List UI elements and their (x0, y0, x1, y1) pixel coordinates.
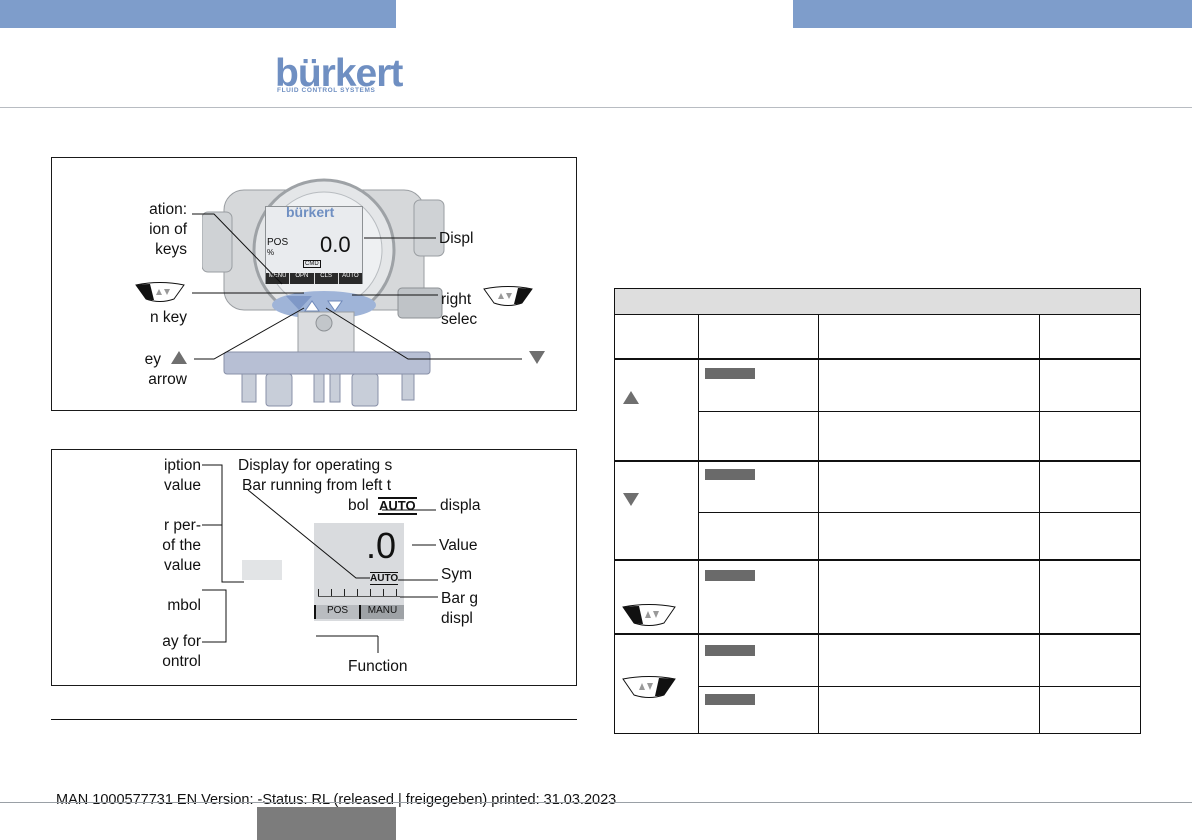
row-line-4 (615, 559, 1140, 561)
label-bar-graph-1: Bar g (441, 590, 479, 607)
figure-display-layout: iption value r per- of the value mbol ay… (51, 449, 577, 686)
screen-value: 0.0 (320, 232, 351, 257)
lcd-bar-graph (318, 589, 400, 597)
label-operating-state-4: displa (440, 497, 481, 514)
logo-wordmark: bürkert (275, 52, 403, 95)
label-period-3: value (163, 557, 201, 574)
label-operating-state-3: bol (348, 497, 369, 514)
header-row-line (615, 358, 1140, 360)
label-function-keys-2: ion of (149, 221, 187, 238)
label-bar-graph-2: displ (441, 610, 473, 627)
label-control-1: ay for (162, 633, 201, 650)
up-arrow-icon (171, 351, 187, 364)
row-line-5 (615, 633, 1140, 635)
down-arrow-icon (529, 351, 545, 364)
soft-key-menu[interactable]: MENU (266, 273, 291, 284)
mode-tag (705, 645, 755, 656)
label-sym: Sym (441, 566, 472, 583)
left-selection-key-icon (622, 604, 676, 626)
section-rule (51, 719, 577, 720)
soft-key-opn[interactable]: OPN (290, 273, 315, 284)
label-display: Displ (439, 230, 474, 247)
lcd-auto-symbol: AUTO (370, 572, 399, 585)
label-symbol: mbol (167, 597, 201, 614)
screen-status: CMD (303, 260, 321, 268)
row-line-1 (698, 411, 1140, 412)
col-divider-3 (1039, 315, 1040, 733)
key-function-table (614, 288, 1141, 734)
soft-key-cls[interactable]: CLS (315, 273, 339, 284)
label-right-key-2: selec (441, 311, 478, 328)
col-divider-2 (818, 315, 819, 733)
down-key-icon (327, 300, 343, 312)
screen-unit: % (267, 248, 275, 257)
device-brand: bürkert (286, 204, 335, 220)
figure-device-keys: bürkert POS % 0.0 CMD MENU OPN CLS AUTO … (51, 157, 577, 411)
lcd-key-manu[interactable]: MANU (359, 605, 404, 619)
header-band-left (0, 0, 396, 28)
label-control-2: ontrol (162, 653, 201, 670)
label-function-keys-3: keys (155, 241, 187, 258)
auto-symbol-inline: AUTO (378, 497, 417, 515)
left-key-icon (135, 282, 185, 302)
mode-tag (705, 570, 755, 581)
label-operating-state-2: Bar running from left t (242, 477, 392, 494)
lcd-key-pos[interactable]: POS (314, 605, 359, 619)
label-function-keys-1: ation: (149, 201, 187, 218)
label-description-1: iption (163, 457, 201, 474)
label-function: Function (348, 658, 408, 675)
row-line-2 (615, 460, 1140, 462)
right-key-icon (483, 286, 533, 306)
screen-mode: POS (267, 237, 289, 248)
mode-tag (705, 469, 755, 480)
label-up-key-1: ey (144, 351, 161, 368)
row-line-3 (698, 512, 1140, 513)
leader-lines-top (192, 213, 522, 360)
footer-page-tab (257, 807, 396, 840)
soft-key-bar: MENU OPN CLS AUTO (266, 273, 362, 284)
mode-tag (705, 694, 755, 705)
footer-divider (0, 802, 1192, 803)
header-divider (0, 107, 1192, 108)
label-left-key: n key (149, 309, 187, 326)
label-period-1: r per- (163, 517, 201, 534)
label-value: Value (439, 537, 478, 554)
lcd-value: .0 (366, 525, 397, 566)
down-arrow-key-icon (623, 493, 639, 506)
header-band-right (793, 0, 1192, 28)
label-description-2: value (163, 477, 201, 494)
up-arrow-key-icon (623, 391, 639, 404)
right-selection-key-icon (622, 676, 676, 698)
device-lcd: bürkert POS % 0.0 CMD MENU OPN CLS AUTO (265, 204, 363, 284)
mode-tag (705, 368, 755, 379)
row-line-6 (698, 686, 1140, 687)
label-right-key-1: right (441, 291, 472, 308)
logo-tagline: FLUID CONTROL SYSTEMS (277, 87, 376, 94)
leader-lines-bottom (202, 464, 438, 653)
col-divider-1 (698, 315, 699, 733)
table-title-row (615, 289, 1140, 315)
label-up-key-2: arrow (148, 371, 187, 388)
lcd-fragment-left (242, 560, 282, 580)
buerkert-logo: bürkert FLUID CONTROL SYSTEMS (275, 50, 403, 98)
document-footer-text: MAN 1000577731 EN Version: -Status: RL (… (56, 792, 617, 808)
lcd-detail: .0 AUTO POS MANU (314, 523, 404, 621)
label-period-2: of the (162, 537, 201, 554)
soft-key-auto[interactable]: AUTO (342, 273, 359, 279)
lcd-soft-keys: POS MANU (314, 605, 404, 619)
up-key-icon (304, 300, 320, 312)
label-operating-state-1: Display for operating s (238, 457, 393, 474)
